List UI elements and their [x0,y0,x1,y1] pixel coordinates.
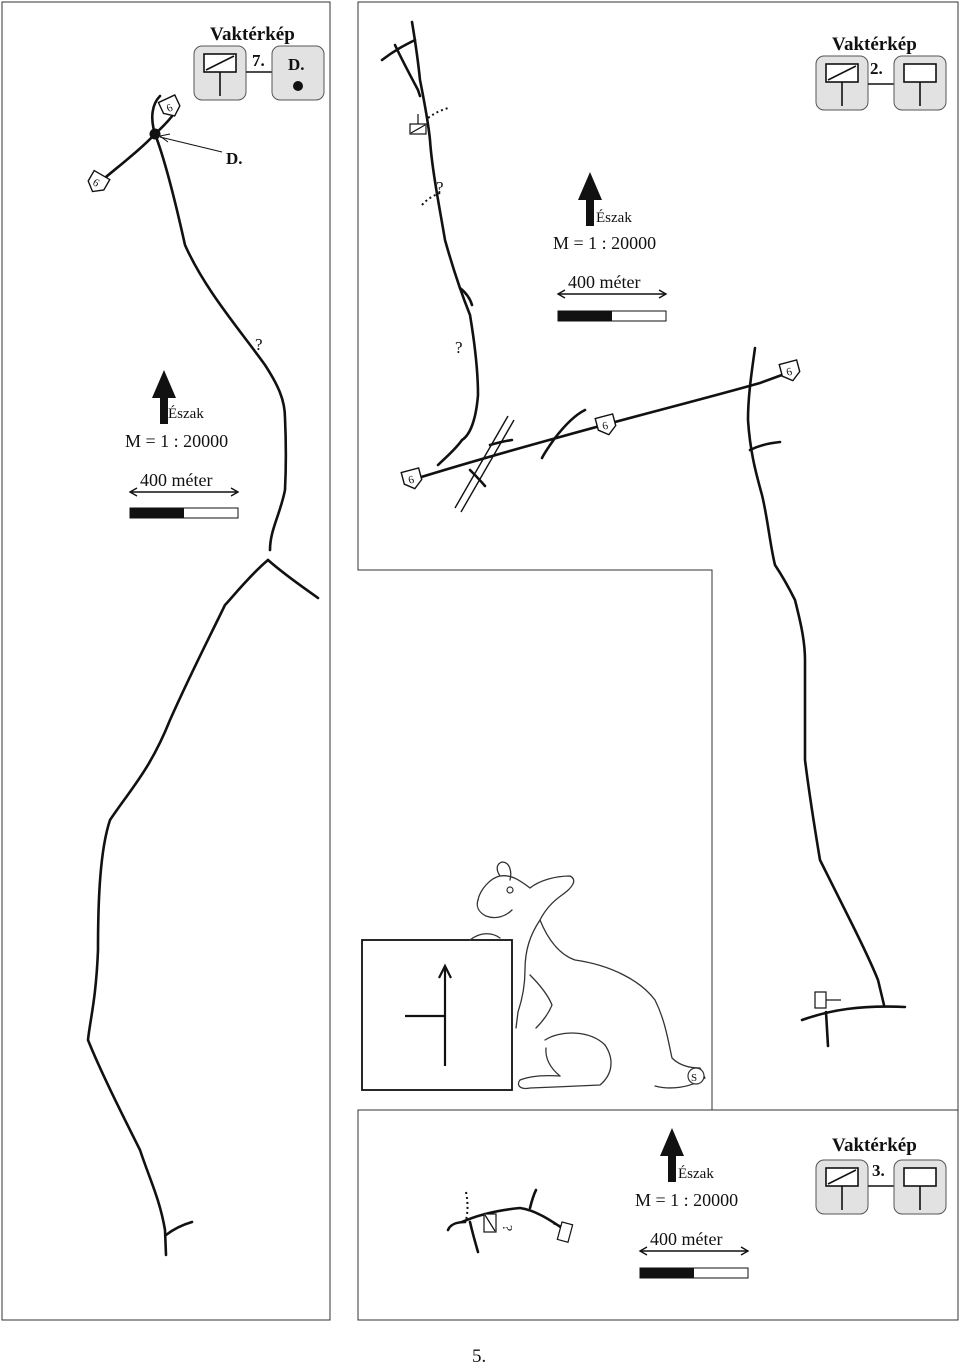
vakterkep-2-number: 2. [870,59,883,78]
railway-track [454,415,515,513]
point-d-label: D. [226,149,243,168]
mascot-letter: S [691,1072,697,1084]
control-flag-marker [409,114,427,135]
unknown-question-mark: ? [255,335,263,354]
panel-2-north-scale: Észak M = 1 : 20000 400 méter [553,172,668,322]
scale-ratio: M = 1 : 20000 [635,1190,738,1210]
north-arrow-icon [660,1128,684,1182]
svg-text:6: 6 [165,102,176,115]
panel-2-roads [380,20,907,1048]
north-arrow-icon [578,172,602,226]
panel-1-north-scale: Észak M = 1 : 20000 400 méter [125,370,240,519]
vakterkep-7-title: Vaktérkép [210,24,295,45]
vakterkep-3-title: Vaktérkép [832,1135,917,1156]
vakterkep-3-number: 3. [872,1161,885,1180]
svg-text:6: 6 [407,474,416,487]
scale-distance: 400 méter [140,470,212,490]
control-sign-marker [553,1221,574,1243]
vakterkep-2-title: Vaktérkép [832,34,917,55]
road-marker-6: 6 [157,94,181,117]
north-label: Észak [678,1165,714,1182]
scale-distance: 400 méter [568,272,640,292]
road-marker-6: 6 [594,413,617,436]
panel-right-frame [357,1,959,1321]
vakterkep-3-legend: Vaktérkép 3. [815,1135,947,1215]
control-flag-marker [483,1213,497,1233]
scale-ratio: M = 1 : 20000 [553,233,656,253]
road-marker-6: 6 [400,467,423,490]
north-label: Észak [596,209,632,226]
control-tile-sign [893,1159,947,1215]
page-number: 5. [472,1346,486,1363]
control-tile-flag [815,1159,869,1215]
scale-ratio: M = 1 : 20000 [125,431,228,451]
control-point-d [149,128,161,140]
road-marker-6: 6 [778,359,801,382]
control-tile-flag [815,55,869,111]
north-arrow-icon [152,370,176,424]
svg-text:6: 6 [91,177,102,190]
target-tile-label: D. [288,55,305,74]
svg-text:6: 6 [601,420,610,433]
panel-1-roads [86,94,320,1257]
unknown-question-mark: ? [499,1225,514,1231]
vakterkep-7-number: 7. [252,51,265,70]
panel-3-north-scale: Észak M = 1 : 20000 400 méter [635,1128,750,1279]
unknown-question-mark: ? [436,178,444,197]
control-tile-sign [893,55,947,111]
panel-left-frame [1,1,331,1321]
kangaroo-mascot: S [469,861,706,1090]
vakterkep-7-legend: Vaktérkép 7. D. [193,24,325,101]
panel-3-roads [446,1188,564,1254]
scale-distance: 400 méter [650,1229,722,1249]
control-sign-marker [814,991,841,1009]
control-tile-flag [193,45,247,101]
vakterkep-2-legend: Vaktérkép 2. [815,34,947,111]
svg-text:6: 6 [785,366,794,379]
unknown-question-mark: ? [455,338,463,357]
north-label: Észak [168,405,204,422]
road-marker-6: 6 [87,169,111,193]
control-tile-target: D. [271,45,325,101]
